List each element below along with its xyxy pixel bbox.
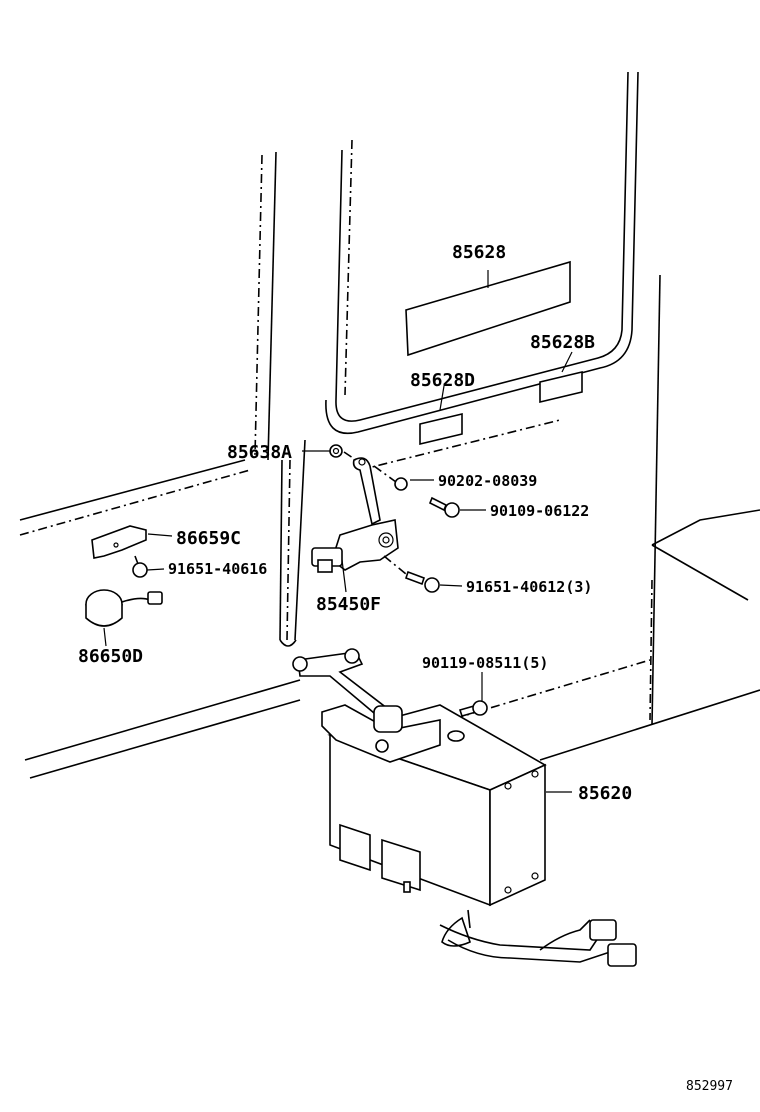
figure-id: 852997 <box>686 1079 733 1094</box>
label-85450F: 85450F <box>316 594 381 615</box>
label-86650D: 86650D <box>78 646 143 667</box>
label-91651-40612: 91651-40612(3) <box>466 578 592 596</box>
bolt-90109 <box>428 496 448 512</box>
label-85638A: 85638A <box>227 442 292 463</box>
bolt-91651-40612 <box>404 570 426 586</box>
plate-85628D <box>419 412 463 446</box>
label-85628: 85628 <box>452 242 506 263</box>
leader-lines <box>103 270 573 793</box>
label-plates <box>405 260 583 446</box>
label-85628D: 85628D <box>410 370 475 391</box>
washer-90202 <box>394 477 408 491</box>
ecu-85620 <box>292 648 637 967</box>
label-85628B: 85628B <box>530 332 595 353</box>
body-outline <box>19 71 760 779</box>
screw-91651-40616 <box>132 562 148 578</box>
label-90202-08039: 90202-08039 <box>438 472 537 490</box>
nut-85638A <box>329 444 343 458</box>
plate-85628B <box>539 370 583 404</box>
bracket-86659C <box>91 525 147 559</box>
part-labels: 85628 85628B 85628D 85638A 90202-08039 9… <box>78 242 733 1094</box>
relay-assembly <box>85 525 163 627</box>
height-sensor-assembly <box>311 444 460 593</box>
label-90119-08511: 90119-08511(5) <box>422 654 548 672</box>
plate-85628 <box>405 260 571 357</box>
label-91651-40616: 91651-40616 <box>168 560 267 578</box>
label-85620: 85620 <box>578 783 632 804</box>
label-90109-06122: 90109-06122 <box>490 502 589 520</box>
label-86659C: 86659C <box>176 528 241 549</box>
